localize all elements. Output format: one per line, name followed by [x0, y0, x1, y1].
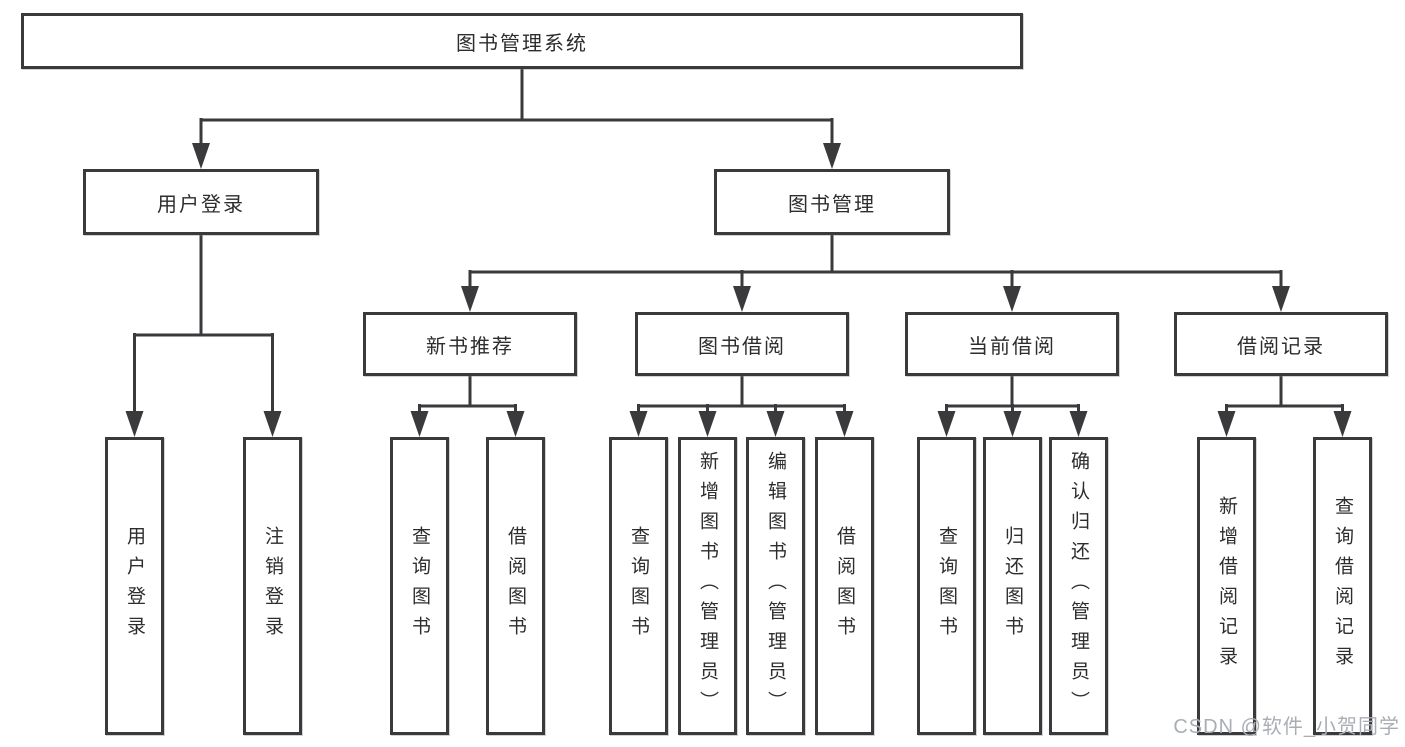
- node-label: 图书管理: [788, 193, 876, 216]
- leaf-label: 借阅图书: [834, 526, 855, 646]
- node-label: 借阅记录: [1237, 335, 1325, 358]
- leaf-user-login: 用户登录: [105, 437, 164, 735]
- node-user-login: 用户登录: [83, 169, 319, 235]
- leaf-borrow-books-recommend: 借阅图书: [486, 437, 545, 735]
- leaf-label: 编辑图书（管理员）: [765, 451, 786, 721]
- leaf-label: 新增图书（管理员）: [697, 451, 718, 721]
- node-label: 当前借阅: [968, 335, 1056, 358]
- node-label: 图书管理系统: [456, 32, 588, 55]
- leaf-borrow-books-borrowing: 借阅图书: [815, 437, 874, 735]
- node-borrowing-records: 借阅记录: [1174, 312, 1388, 376]
- leaf-label: 确认归还（管理员）: [1068, 451, 1089, 721]
- node-new-book-recommendation: 新书推荐: [363, 312, 577, 376]
- leaf-label: 查询图书: [409, 526, 430, 646]
- node-book-management: 图书管理: [714, 169, 950, 235]
- node-book-borrowing: 图书借阅: [635, 312, 849, 376]
- arrowheads: [125, 143, 1352, 437]
- node-label: 用户登录: [157, 193, 245, 216]
- leaf-edit-books-admin: 编辑图书（管理员）: [746, 437, 805, 735]
- leaf-label: 注销登录: [262, 526, 283, 646]
- node-label: 新书推荐: [426, 335, 514, 358]
- leaf-label: 查询借阅记录: [1332, 496, 1353, 676]
- leaf-return-books: 归还图书: [983, 437, 1042, 735]
- leaf-label: 新增借阅记录: [1216, 496, 1237, 676]
- leaf-add-books-admin: 新增图书（管理员）: [678, 437, 737, 735]
- leaf-query-books-current: 查询图书: [917, 437, 976, 735]
- leaf-label: 用户登录: [124, 526, 145, 646]
- leaf-label: 借阅图书: [505, 526, 526, 646]
- node-current-borrowing: 当前借阅: [905, 312, 1119, 376]
- leaf-query-books-recommend: 查询图书: [390, 437, 449, 735]
- leaf-query-books-borrowing: 查询图书: [609, 437, 668, 735]
- leaf-confirm-return-admin: 确认归还（管理员）: [1049, 437, 1108, 735]
- leaf-label: 查询图书: [936, 526, 957, 646]
- leaf-add-borrow-record: 新增借阅记录: [1197, 437, 1256, 735]
- leaf-label: 查询图书: [628, 526, 649, 646]
- csdn-watermark: CSDN @软件_小贺同学: [1173, 716, 1400, 738]
- node-library-management-system: 图书管理系统: [21, 13, 1023, 69]
- leaf-label: 归还图书: [1002, 526, 1023, 646]
- leaf-logout: 注销登录: [243, 437, 302, 735]
- leaf-query-borrow-records: 查询借阅记录: [1313, 437, 1372, 735]
- node-label: 图书借阅: [698, 335, 786, 358]
